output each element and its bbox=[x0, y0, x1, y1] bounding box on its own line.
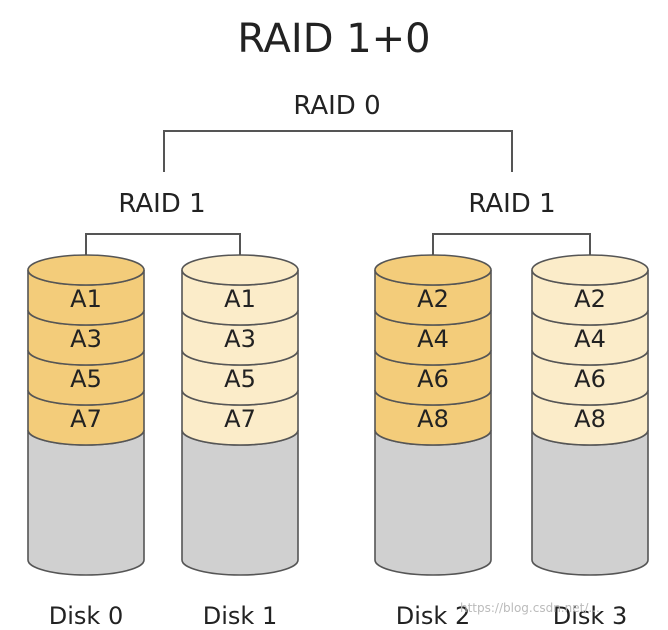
disk-empty-space bbox=[27, 429, 145, 576]
raid1-label-right: RAID 1 bbox=[468, 189, 555, 219]
block-label: A2 bbox=[417, 285, 449, 313]
raid1-label-left: RAID 1 bbox=[118, 189, 205, 219]
raid0-label: RAID 0 bbox=[293, 91, 380, 121]
disk-top-cap bbox=[531, 254, 649, 286]
block-label: A3 bbox=[224, 325, 256, 353]
block-label: A1 bbox=[70, 285, 102, 313]
disk-empty-space bbox=[181, 429, 299, 576]
disk-top-cap bbox=[181, 254, 299, 286]
disk-label: Disk 2 bbox=[396, 602, 470, 630]
diagram-title: RAID 1+0 bbox=[237, 16, 430, 62]
disk-label: Disk 1 bbox=[203, 602, 277, 630]
disk-label: Disk 3 bbox=[553, 602, 627, 630]
block-label: A7 bbox=[224, 405, 256, 433]
block-label: A8 bbox=[417, 405, 449, 433]
disk-top-cap bbox=[27, 254, 145, 286]
block-label: A8 bbox=[574, 405, 606, 433]
block-label: A5 bbox=[70, 365, 102, 393]
block-label: A2 bbox=[574, 285, 606, 313]
raid0-connector bbox=[163, 130, 513, 172]
disk-top-cap bbox=[374, 254, 492, 286]
block-label: A3 bbox=[70, 325, 102, 353]
block-label: A7 bbox=[70, 405, 102, 433]
disk-empty-space bbox=[531, 429, 649, 576]
block-label: A6 bbox=[574, 365, 606, 393]
disk-label: Disk 0 bbox=[49, 602, 123, 630]
block-label: A5 bbox=[224, 365, 256, 393]
block-label: A4 bbox=[574, 325, 606, 353]
disk-empty-space bbox=[374, 429, 492, 576]
block-label: A6 bbox=[417, 365, 449, 393]
block-label: A4 bbox=[417, 325, 449, 353]
block-label: A1 bbox=[224, 285, 256, 313]
watermark-text: https://blog.csdn.net/... bbox=[460, 601, 600, 615]
raid1-connector-left bbox=[85, 233, 241, 270]
raid1-connector-right bbox=[432, 233, 591, 270]
